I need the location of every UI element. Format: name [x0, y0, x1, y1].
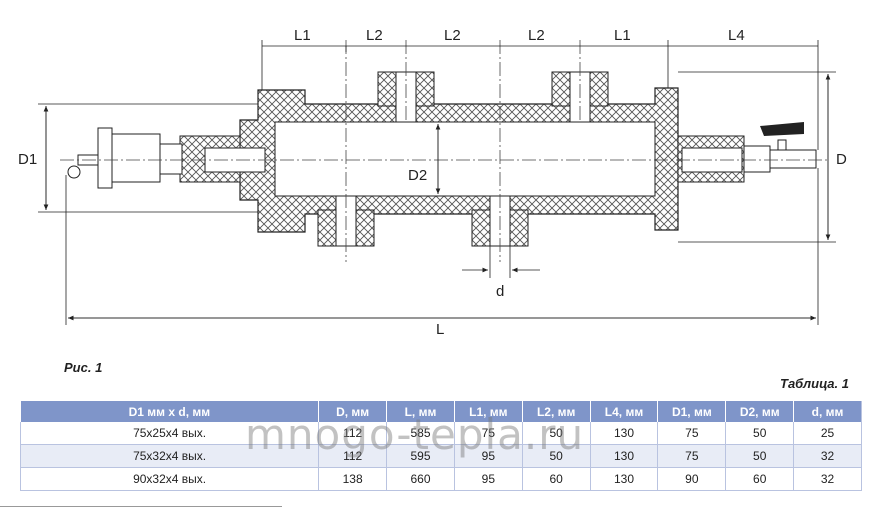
col-header: D1, мм: [657, 401, 727, 422]
table-cell: 95: [454, 467, 523, 491]
label-d1: D1: [18, 151, 37, 168]
table-cell: 60: [522, 467, 591, 491]
table-cell: 595: [386, 444, 455, 468]
table-cell: 75: [657, 444, 727, 468]
table-cell: 138: [318, 467, 388, 491]
centerlines: [60, 40, 830, 262]
table-cell: 130: [590, 444, 659, 468]
table-cell: 90x32x4 вых.: [19, 467, 320, 491]
label-small-d: d: [496, 283, 504, 300]
table-cell: 50: [522, 422, 591, 445]
dimension-lines: [38, 40, 836, 325]
label-d: D: [836, 151, 847, 168]
table-cell: 60: [725, 467, 795, 491]
table-cell: 50: [725, 422, 795, 445]
table-cell: 130: [590, 422, 659, 445]
table-cell: 75x25x4 вых.: [19, 422, 320, 445]
footer-divider: [0, 506, 282, 507]
table-row: 75x25x4 вых. 112 585 75 50 130 75 50 25: [19, 422, 862, 445]
col-header: L1, мм: [454, 401, 523, 422]
label-l1-right: L1: [614, 27, 631, 44]
table-row: 75x32x4 вых. 112 595 95 50 130 75 50 32: [19, 444, 862, 468]
table-cell: 75x32x4 вых.: [19, 444, 320, 468]
col-header: D, мм: [318, 401, 388, 422]
col-header: D2, мм: [725, 401, 795, 422]
table-cell: 112: [318, 444, 388, 468]
table-cell: 95: [454, 444, 523, 468]
col-header: L4, мм: [590, 401, 659, 422]
table-cell: 130: [590, 467, 659, 491]
label-l2-right: L2: [528, 27, 545, 44]
table-cell: 660: [386, 467, 455, 491]
table-cell: 75: [454, 422, 523, 445]
table-cell: 32: [793, 467, 862, 491]
technical-drawing: L1 L2 L2 L2 L1 L4 D1 D D2 d L: [18, 27, 847, 338]
col-header: L2, мм: [522, 401, 591, 422]
label-d2: D2: [408, 167, 427, 184]
manometer-icon: [67, 127, 161, 189]
table-caption: Таблица. 1: [780, 376, 849, 391]
figure-caption: Рис. 1: [64, 360, 103, 375]
label-l-total: L: [436, 321, 444, 338]
table-row: 90x32x4 вых. 138 660 95 60 130 90 60 32: [19, 467, 862, 491]
ball-valve-icon: [760, 122, 817, 169]
col-header: L, мм: [386, 401, 455, 422]
label-l2-left: L2: [366, 27, 383, 44]
table-cell: 75: [657, 422, 727, 445]
table-cell: 112: [318, 422, 388, 445]
table-cell: 50: [725, 444, 795, 468]
table-header-row: D1 мм x d, мм D, мм L, мм L1, мм L2, мм …: [20, 401, 862, 422]
table-cell: 585: [386, 422, 455, 445]
table-cell: 50: [522, 444, 591, 468]
label-l4: L4: [728, 27, 745, 44]
label-l1-left: L1: [294, 27, 311, 44]
right-fitting: [677, 135, 771, 183]
spec-table: D1 мм x d, мм D, мм L, мм L1, мм L2, мм …: [19, 401, 862, 491]
table-cell: 90: [657, 467, 727, 491]
table-cell: 32: [793, 444, 862, 468]
label-l2-middle: L2: [444, 27, 461, 44]
col-header: d, мм: [793, 401, 862, 422]
col-header: D1 мм x d, мм: [20, 401, 320, 422]
table-cell: 25: [793, 422, 862, 445]
